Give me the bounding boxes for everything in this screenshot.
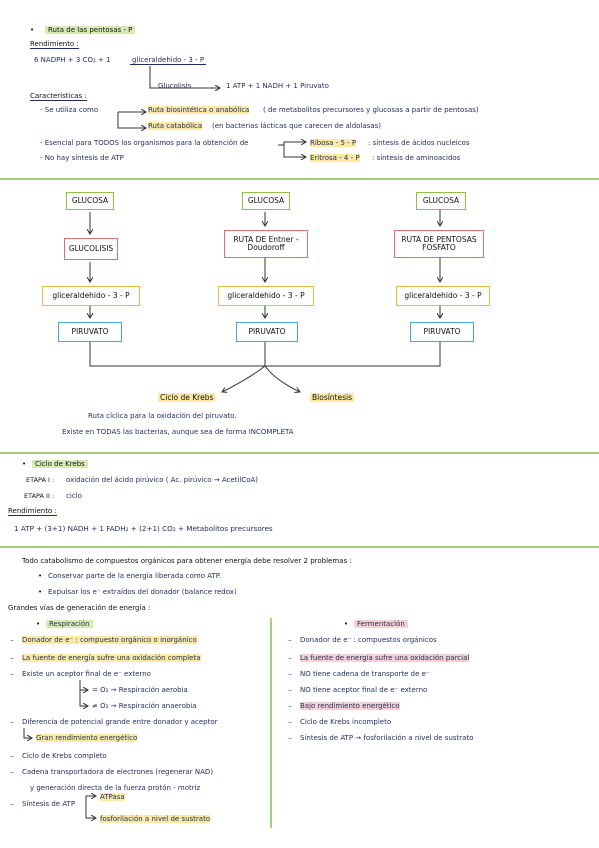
respiracion-title: Respiración [46, 620, 93, 628]
ferm-item-2: La fuente de energía sufre una oxidación… [300, 654, 470, 662]
etapa1-text: oxidación del ácido pirúvico ( Ac. pirúv… [66, 476, 259, 484]
resp-item-2-text: La fuente de energía sufre una oxidación… [22, 654, 201, 662]
section2-title: Ciclo de Krebs [32, 460, 88, 468]
bullet-dot: • [38, 588, 43, 596]
fermentacion-title: Fermentación [354, 620, 408, 628]
esencial-text: - Esencial para TODOS los organismos par… [40, 139, 249, 147]
equation-box: gliceraldehido - 3 - P [130, 56, 207, 65]
pentosas-fosfato-box: RUTA DE PENTOSAS FOSFATO [394, 230, 484, 258]
dash: – [10, 670, 14, 678]
dash: – [10, 718, 14, 726]
dash: – [288, 702, 292, 710]
o2-not-equal: ≠ O₂ → Respiración anaerobia [92, 702, 197, 710]
rendimiento-label: Rendimiento : [30, 40, 79, 49]
krebs-label: Ciclo de Krebs [158, 393, 216, 402]
rendimiento2-label: Rendimiento : [8, 507, 57, 516]
dash: – [10, 768, 14, 776]
section1-title: Ruta de las pentosas - P [45, 26, 136, 34]
glucolisis-result: 1 ATP + 1 NADH + 1 Piruvato [226, 82, 329, 90]
no-hay-atp: - No hay síntesis de ATP [40, 154, 124, 162]
krebs-note-2: Existe en TODAS las bacterias, aunque se… [62, 428, 294, 436]
ruta-biosintetica: Ruta biosintética o anabólica [148, 106, 250, 114]
ferm-item-5: Bajo rendimiento energético [300, 702, 400, 710]
glucolisis-label: Glucolisis [158, 82, 192, 90]
bullet-conservar: Conservar parte de la energía liberada c… [48, 572, 222, 580]
glucosa-box-1: GLUCOSA [66, 192, 114, 210]
dash: – [10, 654, 14, 662]
se-utiliza: - Se utiliza como [40, 106, 99, 114]
dash: – [288, 654, 292, 662]
bullet-dot: • [36, 620, 41, 628]
eritrosa: Eritrosa - 4 - P [310, 154, 360, 162]
ruta-biosintetica-desc: ( de metabolitos precursores y glucosas … [263, 106, 479, 114]
entner-doudoroff-box: RUTA DE Entner - Doudoroff [224, 230, 308, 258]
dash: – [288, 636, 292, 644]
ferm-item-4: NO tiene aceptor final de e⁻ externo [300, 686, 428, 694]
dash: – [10, 752, 14, 760]
glucolisis-box: GLUCOLISIS [64, 238, 118, 260]
ferm-item-3: NO tiene cadena de transporte de e⁻ [300, 670, 430, 678]
bullet-dot: • [30, 26, 35, 34]
resp-item-1: Donador de e⁻ : compuesto orgánico o ino… [22, 636, 197, 644]
intro-text: Todo catabolismo de compuestos orgánicos… [22, 557, 352, 565]
column-divider [270, 618, 272, 828]
equation-left: 6 NADPH + 3 CO₂ + 1 [34, 56, 111, 64]
etapa2-text: ciclo [66, 492, 82, 500]
resp-item-2: La fuente de energía sufre una oxidación… [22, 654, 201, 662]
eritrosa-desc: : síntesis de aminoacidos [372, 154, 461, 162]
piruvato-box-2: PIRUVATO [236, 322, 298, 342]
resp-item-4: Diferencia de potencial grande entre don… [22, 718, 218, 726]
bullet-dot: • [38, 572, 43, 580]
dash: – [288, 686, 292, 694]
resp-item-1-text: Donador de e⁻ : compuesto orgánico o ino… [22, 636, 197, 644]
etapa2-label: ETAPA II : [24, 492, 55, 500]
piruvato-box-1: PIRUVATO [58, 322, 122, 342]
ruta-catabolica: Ruta catabólica [148, 122, 203, 130]
o2-equal: = O₂ → Respiración aerobia [92, 686, 188, 694]
dash: – [10, 636, 14, 644]
ruta-catabolica-desc: (en bacterias lácticas que carecen de al… [212, 122, 381, 130]
glucosa-box-3: GLUCOSA [416, 192, 466, 210]
separator [0, 178, 599, 180]
biosintesis-label: Biosíntesis [310, 393, 355, 402]
separator [0, 452, 599, 454]
dash: – [288, 734, 292, 742]
gran-rendimiento: Gran rendimiento energético [36, 734, 138, 742]
resp-item-7: Síntesis de ATP [22, 800, 76, 808]
atpasa: ATPasa [100, 793, 125, 801]
caracteristicas-label: Características : [30, 92, 87, 101]
rendimiento2-eq: 1 ATP + (3+1) NADH + 1 FADH₂ + (2+1) CO₂… [14, 524, 273, 533]
piruvato-box-3: PIRUVATO [410, 322, 474, 342]
fosforilacion-resp: fosforilación a nivel de sustrato [100, 815, 211, 823]
gliceraldehido-box-3: gliceraldehido - 3 - P [396, 286, 490, 306]
dash: – [10, 800, 14, 808]
ribosa-desc: : síntesis de ácidos nucleicos [368, 139, 470, 147]
ferm-item-2-text: La fuente de energía sufre una oxidación… [300, 654, 470, 662]
bullet-dot: • [22, 460, 27, 468]
grandes-vias: Grandes vías de generación de energía : [8, 604, 151, 612]
separator [0, 546, 599, 548]
resp-item-3: Existe un aceptor final de e⁻ externo [22, 670, 151, 678]
dash: – [288, 718, 292, 726]
glucosa-box-2: GLUCOSA [242, 192, 290, 210]
gliceraldehido-box-1: gliceraldehido - 3 - P [42, 286, 140, 306]
ferm-item-6: Ciclo de Krebs incompleto [300, 718, 392, 726]
generacion-directa: y generación directa de la fuerza protón… [30, 784, 201, 792]
dash: – [288, 670, 292, 678]
bullet-dot: • [344, 620, 349, 628]
ferm-item-7: Síntesis de ATP → fosforilación a nivel … [300, 734, 474, 742]
gliceraldehido-box-2: gliceraldehido - 3 - P [218, 286, 314, 306]
ferm-item-1: Donador de e⁻ : compuestos orgánicos [300, 636, 437, 644]
resp-item-5: Ciclo de Krebs completo [22, 752, 107, 760]
bullet-expulsar: Expulsar los e⁻ extraídos del donador (b… [48, 588, 237, 596]
resp-item-6: Cadena transportadora de electrones (reg… [22, 768, 214, 776]
etapa1-label: ETAPA I : [26, 476, 55, 484]
krebs-note-1: Ruta cíclica para la oxidación del piruv… [88, 412, 237, 420]
ribosa: Ribosa - 5 - P [310, 139, 357, 147]
